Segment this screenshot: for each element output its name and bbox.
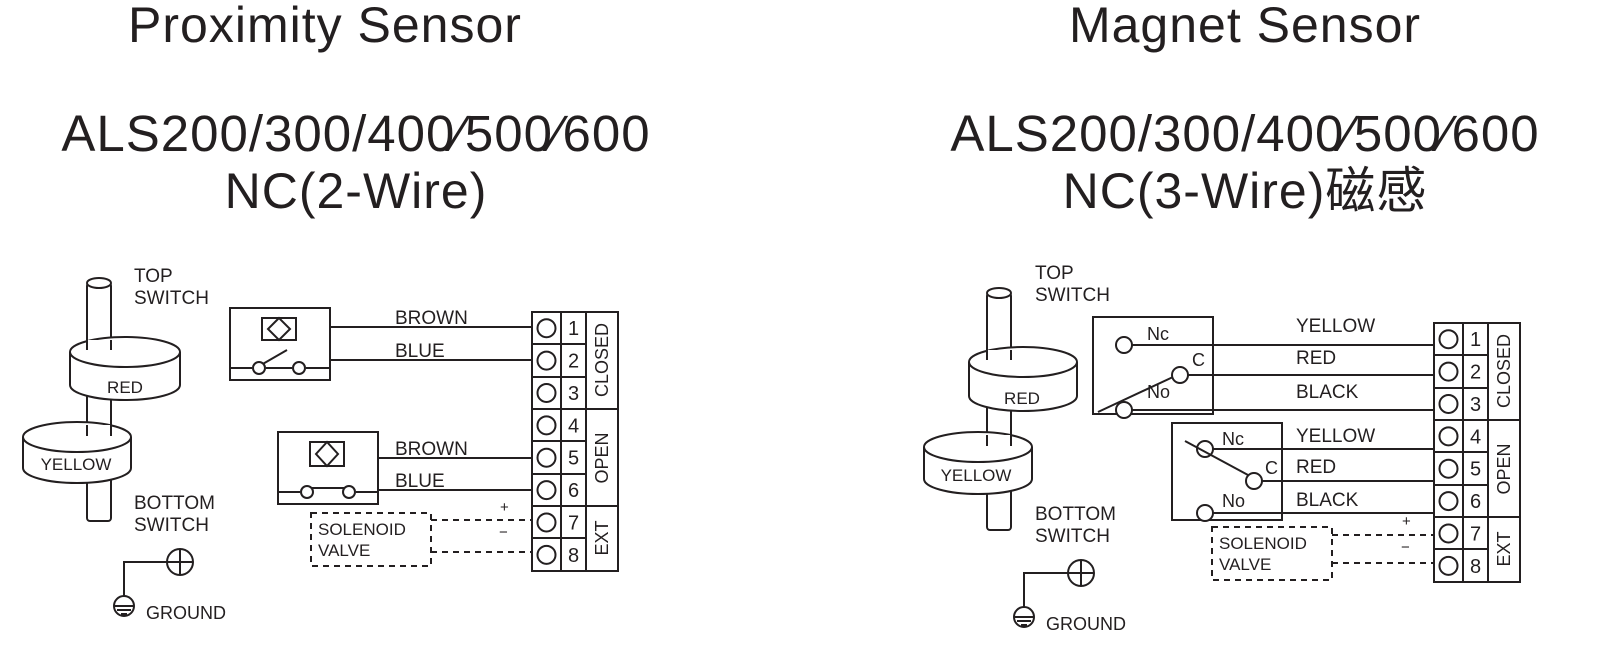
right-terminal-number-2: 2 [1470,362,1481,384]
left-terminal-screw-8 [536,544,557,565]
right-terminal-screw-2 [1438,361,1459,382]
left-terminal-number-1: 1 [568,318,579,340]
right-top-c: C [1192,350,1205,370]
right-terminal-screw-7 [1438,523,1459,544]
right-model: ALS200/300/400∕500∕600 [950,105,1540,162]
right-wire-yellow-2: YELLOW [1296,426,1375,447]
right-top-switch-1: TOP [1035,263,1074,284]
right-cam-yellow-label: YELLOW [941,466,1012,485]
right-terminal-screw-4 [1438,426,1459,447]
left-wire-brown-2: BROWN [395,439,468,460]
left-diagram: RED YELLOW TOP SWITCH BOTTOM SWITCH GROU… [22,266,619,623]
right-terminal-screw-3 [1438,393,1459,414]
left-terminal-number-4: 4 [568,415,579,437]
left-model: ALS200/300/400∕500∕600 [61,105,651,162]
right-terminal-number-4: 4 [1470,426,1481,448]
left-cam-red: RED [69,336,181,401]
right-terminal-number-3: 3 [1470,394,1481,416]
right-terminal-number-7: 7 [1470,523,1481,545]
left-top-switch-1: TOP [134,266,173,287]
left-bottom-sensor [277,431,379,505]
left-wire-brown-1: BROWN [395,308,468,329]
left-ground-label: GROUND [146,603,226,623]
right-top-sensor: Nc C No [1092,316,1214,419]
right-cam-yellow: YELLOW [923,431,1033,495]
left-solenoid-1: SOLENOID [318,520,406,539]
right-terminal-screw-8 [1438,555,1459,576]
left-top-sensor [229,307,331,381]
right-group-closed: CLOSED [1494,334,1514,408]
right-terminal-block: 1 2 3 4 5 6 7 8 CLOSED OPEN EXT [1433,322,1521,583]
right-bottom-c: C [1265,458,1278,478]
left-group-closed: CLOSED [592,323,612,397]
right-wire-yellow-1: YELLOW [1296,316,1375,337]
right-ground-label: GROUND [1046,614,1126,634]
right-wire-black-1: BLACK [1296,382,1359,403]
right-mode: NC(3-Wire)磁感 [1062,163,1428,219]
left-terminal-screw-4 [536,415,557,436]
right-bottom-nc: Nc [1222,429,1244,449]
right-top-switch-2: SWITCH [1035,285,1110,306]
left-group-open: OPEN [592,432,612,483]
right-terminal-number-1: 1 [1470,329,1481,351]
left-bottom-switch-2: SWITCH [134,515,209,536]
left-wire-blue-2: BLUE [395,471,445,492]
left-terminal-number-3: 3 [568,383,579,405]
right-bottom-no: No [1222,491,1245,511]
left-bottom-switch-1: BOTTOM [134,493,215,514]
right-bottom-sensor: Nc C No [1171,422,1283,522]
right-minus: − [1401,539,1410,556]
left-minus: − [499,524,508,541]
left-top-switch-2: SWITCH [134,288,209,309]
right-ground-icon [1013,559,1095,628]
right-title: Magnet Sensor [1068,0,1422,53]
left-cam-yellow-label: YELLOW [41,455,112,474]
right-terminal-screw-1 [1438,329,1459,350]
right-cam-red-label: RED [1004,389,1040,408]
left-solenoid-2: VALVE [318,541,370,560]
left-terminal-screw-3 [536,382,557,403]
right-bottom-switch-1: BOTTOM [1035,504,1116,525]
right-wire-black-2: BLACK [1296,490,1359,511]
right-wire-red-1: RED [1296,348,1336,369]
left-terminal-screw-1 [536,318,557,339]
left-terminal-screw-6 [536,480,557,501]
right-terminal-number-5: 5 [1470,459,1481,481]
left-group-ext: EXT [592,520,612,555]
left-terminal-number-8: 8 [568,545,579,567]
right-terminal-number-6: 6 [1470,491,1481,513]
left-terminal-number-6: 6 [568,480,579,502]
right-cam-red: RED [968,346,1078,412]
left-wire-blue-1: BLUE [395,341,445,362]
right-solenoid-2: VALVE [1219,555,1271,574]
left-terminal-screw-5 [536,447,557,468]
right-top-no: No [1147,382,1170,402]
left-ground-icon [113,548,194,617]
left-cam-red-label: RED [107,378,143,397]
right-group-open: OPEN [1494,443,1514,494]
right-diagram: RED YELLOW TOP SWITCH BOTTOM SWITCH GROU… [923,263,1521,634]
right-terminal-screw-5 [1438,458,1459,479]
left-mode: NC(2-Wire) [224,163,488,219]
right-solenoid-1: SOLENOID [1219,534,1307,553]
right-bottom-switch-2: SWITCH [1035,526,1110,547]
right-group-ext: EXT [1494,531,1514,566]
left-title: Proximity Sensor [128,0,522,53]
left-terminal-number-7: 7 [568,512,579,534]
right-plus: + [1402,513,1411,530]
right-top-nc: Nc [1147,324,1169,344]
left-terminal-number-5: 5 [568,448,579,470]
left-cam-yellow: YELLOW [22,421,132,484]
left-terminal-screw-2 [536,350,557,371]
left-terminal-screw-7 [536,512,557,533]
right-terminal-number-8: 8 [1470,556,1481,578]
left-terminal-block: 1 2 3 4 5 6 7 8 CLOSED OPEN EXT [531,311,619,572]
right-wire-red-2: RED [1296,457,1336,478]
left-terminal-number-2: 2 [568,351,579,373]
left-plus: + [500,499,509,516]
right-terminal-screw-6 [1438,491,1459,512]
